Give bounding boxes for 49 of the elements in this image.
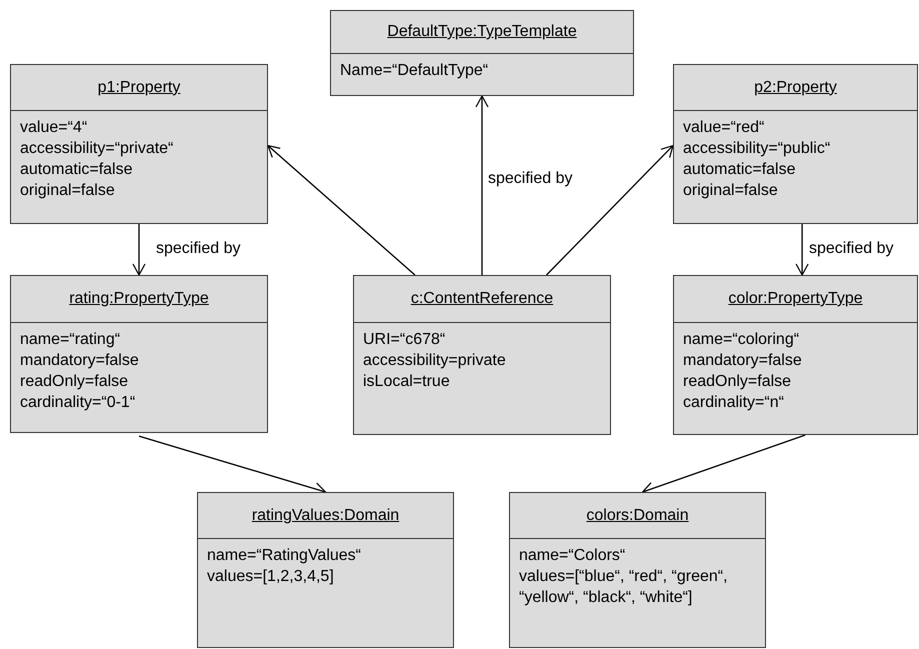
arrow [546, 145, 674, 276]
object-box [197, 492, 454, 648]
object-name: c:ContentReference [410, 289, 554, 309]
attribute-text: isLocal=true [363, 372, 451, 392]
arrow [267, 145, 416, 276]
attribute-text: cardinality=“n“ [683, 393, 785, 413]
arrow [796, 224, 809, 276]
object-name: DefaultType:TypeTemplate [387, 22, 577, 42]
attribute-text: name=“RatingValues“ [207, 546, 362, 566]
object-box [673, 64, 918, 224]
attribute-text: value=“red“ [683, 118, 766, 138]
object-box [509, 492, 766, 648]
attribute-text: name=“coloring“ [683, 330, 800, 350]
attribute-text: mandatory=false [20, 351, 140, 371]
attribute-text: mandatory=false [683, 351, 803, 371]
attribute-text: automatic=false [20, 160, 134, 180]
object-box [330, 10, 634, 96]
edge-label: specified by [809, 239, 894, 259]
attribute-text: values=[“blue“, “red“, “green“, “yellow“, “black“, “white“] [519, 567, 729, 608]
edge-label: specified by [488, 169, 572, 189]
attribute-text: readOnly=false [20, 372, 130, 392]
object-name: p1:Property [98, 78, 180, 98]
attribute-text: readOnly=false [683, 372, 792, 392]
object-name: color:PropertyType [728, 289, 863, 309]
attribute-text: name=“Colors“ [519, 546, 626, 566]
attribute-text: automatic=false [683, 160, 797, 180]
attribute-text: URI=“c678“ [363, 330, 446, 350]
attribute-text: accessibility=“private“ [20, 139, 174, 159]
arrow [132, 224, 146, 276]
object-name: colors:Domain [586, 506, 689, 526]
object-name: p2:Property [754, 78, 837, 98]
attribute-text: accessibility=“public“ [683, 139, 832, 159]
attribute-text: original=false [20, 181, 116, 201]
object-box [10, 64, 268, 224]
object-name: ratingValues:Domain [252, 506, 400, 526]
attribute-text: original=false [683, 181, 779, 201]
object-box [353, 275, 611, 435]
attribute-text: values=[1,2,3,4,5] [207, 567, 335, 587]
attribute-text: name=“rating“ [20, 330, 122, 350]
edge-label: specified by [156, 239, 240, 259]
arrow [475, 95, 489, 275]
attribute-text: accessibility=private [363, 351, 507, 371]
attribute-text: cardinality=“0-1“ [20, 393, 136, 413]
attribute-text: value=“4“ [20, 118, 88, 138]
arrow [642, 434, 806, 495]
attribute-text: Name=“DefaultType“ [340, 61, 490, 81]
object-name: rating:PropertyType [69, 289, 209, 309]
object-box [673, 275, 918, 435]
object-box [10, 275, 268, 433]
